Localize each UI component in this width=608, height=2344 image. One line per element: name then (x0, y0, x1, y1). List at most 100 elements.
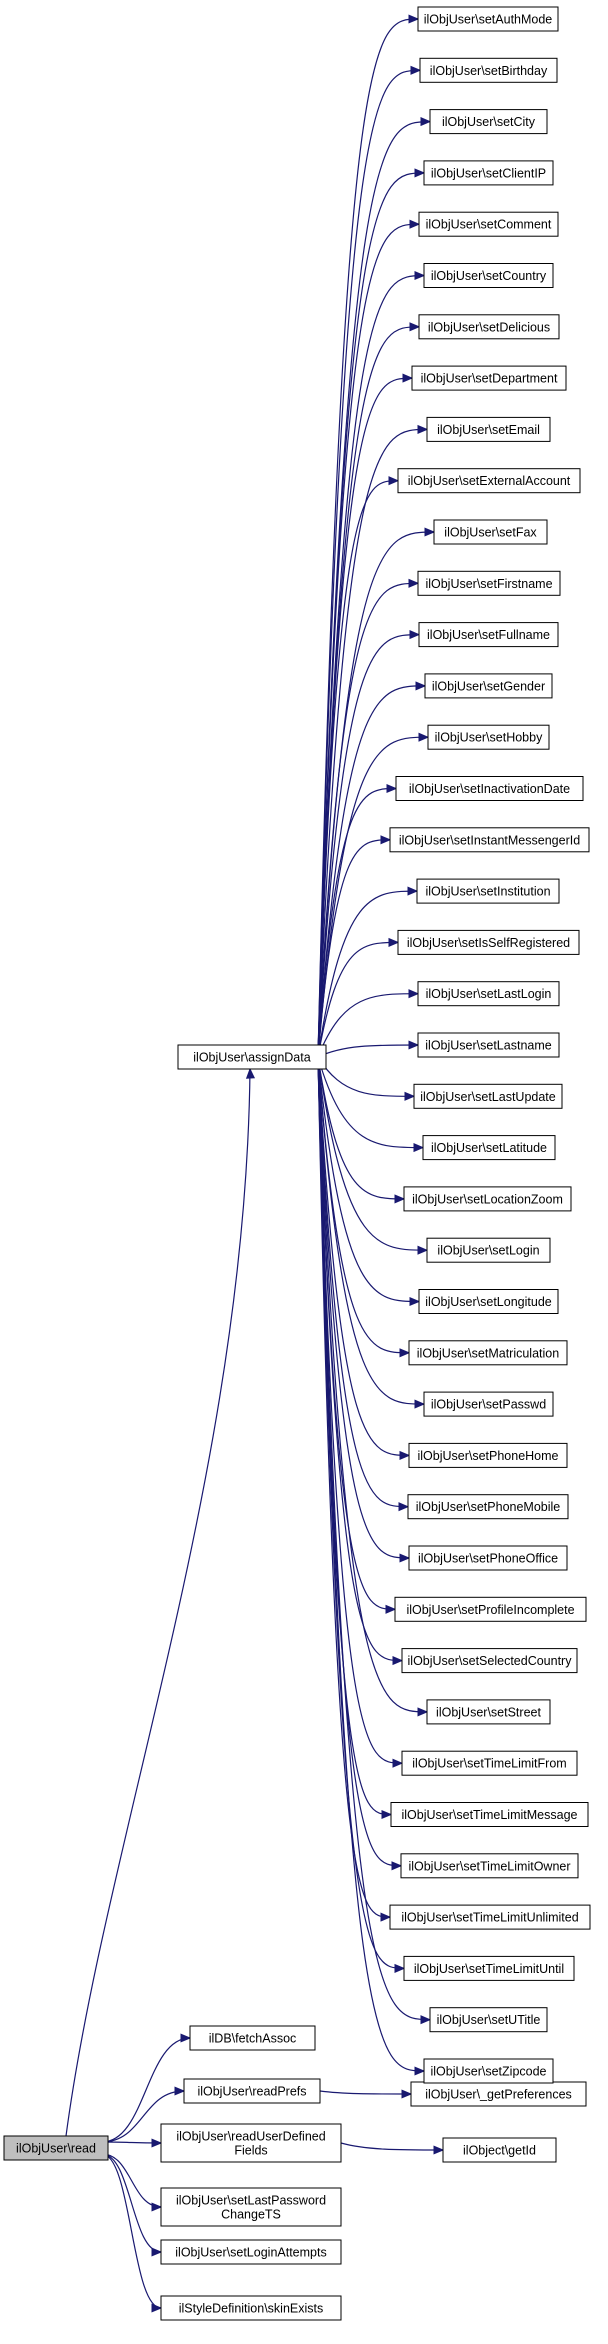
node-settimelimitunlimited[interactable]: ilObjUser\setTimeLimitUnlimited (389, 1904, 591, 1930)
node-box (423, 160, 554, 186)
node-box (418, 314, 560, 340)
node-setinstitution[interactable]: ilObjUser\setInstitution (416, 878, 560, 904)
node-label: ilObjUser\setTimeLimitOwner (408, 1859, 570, 1873)
node-setstreet[interactable]: ilObjUser\setStreet (426, 1699, 551, 1725)
node-setprofileincomplete[interactable]: ilObjUser\setProfileIncomplete (394, 1596, 587, 1622)
node-setlongitude[interactable]: ilObjUser\setLongitude (418, 1289, 559, 1314)
edge-line (317, 1056, 405, 1200)
node-read[interactable]: ilObjUser\read (3, 2135, 109, 2161)
edge-read-to-readprefs (101, 2086, 186, 2143)
arrowhead (408, 14, 420, 24)
edge-line (317, 1056, 391, 1918)
edge-assigndata-to-setphonehome (317, 1056, 411, 1460)
arrowhead (399, 1450, 411, 1460)
node-setgender[interactable]: ilObjUser\setGender (424, 673, 553, 699)
node-setutitle[interactable]: ilObjUser\setUTitle (429, 2007, 548, 2033)
node-box (416, 878, 560, 904)
node-getid[interactable]: ilObject\getId (442, 2137, 557, 2163)
node-setmatriculation[interactable]: ilObjUser\setMatriculation (408, 1340, 568, 1366)
node-setcity[interactable]: ilObjUser\setCity (429, 109, 548, 135)
node-setloginattempts[interactable]: ilObjUser\setLoginAttempts (160, 2239, 342, 2265)
node-box (408, 1545, 568, 1571)
node-setlatitude[interactable]: ilObjUser\setLatitude (422, 1135, 556, 1161)
node-setdepartment[interactable]: ilObjUser\setDepartment (411, 365, 567, 391)
node-box (394, 1596, 587, 1622)
edge-line (317, 941, 399, 1058)
node-box (3, 2135, 109, 2161)
node-label: ilObjUser\setEmail (437, 423, 540, 437)
node-box (160, 2239, 342, 2265)
node-settimelimituntil[interactable]: ilObjUser\setTimeLimitUntil (403, 1955, 575, 1981)
node-label: ilObjUser\setClientIP (431, 166, 546, 180)
node-setinstantmessengerid[interactable]: ilObjUser\setInstantMessengerId (389, 827, 590, 853)
node-setfax[interactable]: ilObjUser\setFax (433, 519, 548, 545)
arrowhead (381, 1809, 393, 1820)
node-label: ilObjUser\setInstantMessengerId (399, 833, 580, 847)
edge-assigndata-to-setexternalaccount (317, 476, 400, 1058)
node-setisselfregistered[interactable]: ilObjUser\setIsSelfRegistered (397, 929, 580, 955)
node-setlogin[interactable]: ilObjUser\setLogin (426, 1237, 551, 1263)
node-label: ilObjUser\setLastPassword (176, 2194, 326, 2208)
node-settimelimitowner[interactable]: ilObjUser\setTimeLimitOwner (400, 1853, 579, 1879)
edge-line (317, 1056, 410, 1456)
node-skinexists[interactable]: ilStyleDefinition\skinExists (160, 2295, 342, 2321)
node-getpreferences[interactable]: ilObjUser\_getPreferences (410, 2081, 587, 2107)
node-box (418, 211, 559, 237)
node-setpasswd[interactable]: ilObjUser\setPasswd (423, 1391, 554, 1417)
node-setcountry[interactable]: ilObjUser\setCountry (423, 263, 554, 288)
node-setphonemobile[interactable]: ilObjUser\setPhoneMobile (407, 1494, 569, 1520)
node-setphonehome[interactable]: ilObjUser\setPhoneHome (408, 1442, 568, 1468)
node-box (423, 2058, 554, 2084)
node-label: ilObjUser\setLastUpdate (420, 1090, 556, 1104)
node-box (418, 1289, 559, 1314)
node-setlastlogin[interactable]: ilObjUser\setLastLogin (417, 981, 560, 1007)
node-setcomment[interactable]: ilObjUser\setComment (418, 211, 559, 237)
node-setselectedcountry[interactable]: ilObjUser\setSelectedCountry (401, 1648, 578, 1674)
node-setlocationzoom[interactable]: ilObjUser\setLocationZoom (403, 1186, 572, 1212)
node-readprefs[interactable]: ilObjUser\readPrefs (183, 2078, 321, 2104)
node-sethobby[interactable]: ilObjUser\setHobby (427, 724, 550, 750)
edge-line (317, 1056, 410, 1559)
node-label: ilDB\fetchAssoc (209, 2032, 297, 2046)
arrowhead (399, 1348, 411, 1358)
node-settimelimitfrom[interactable]: ilObjUser\setTimeLimitFrom (401, 1750, 578, 1776)
node-setexternalaccount[interactable]: ilObjUser\setExternalAccount (397, 468, 581, 494)
node-setinactivationdate[interactable]: ilObjUser\setInactivationDate (395, 776, 584, 801)
node-setbirthday[interactable]: ilObjUser\setBirthday (419, 57, 558, 83)
node-setfirstname[interactable]: ilObjUser\setFirstname (417, 570, 561, 596)
node-fetchassoc[interactable]: ilDB\fetchAssoc (189, 2025, 316, 2051)
arrowhead (409, 219, 421, 229)
node-setlastname[interactable]: ilObjUser\setLastname (417, 1032, 560, 1058)
node-setlastupdate[interactable]: ilObjUser\setLastUpdate (413, 1083, 563, 1109)
node-setdelicious[interactable]: ilObjUser\setDelicious (418, 314, 560, 340)
node-label: ilObjUser\setFullname (427, 628, 550, 642)
node-setphoneoffice[interactable]: ilObjUser\setPhoneOffice (408, 1545, 568, 1571)
edge-assigndata-to-setisselfregistered (317, 937, 400, 1058)
node-settimelimitmessage[interactable]: ilObjUser\setTimeLimitMessage (390, 1802, 589, 1827)
arrowhead (418, 732, 430, 742)
edge-assigndata-to-setlongitude (317, 1056, 421, 1307)
node-label: ilObjUser\setDelicious (428, 320, 550, 334)
arrowhead (409, 630, 421, 640)
edge-line (317, 787, 397, 1058)
node-assigndata[interactable]: ilObjUser\assignData (177, 1044, 327, 1070)
node-label: ilObjUser\setLogin (437, 1244, 539, 1258)
arrowhead (151, 2138, 163, 2148)
node-setzipcode[interactable]: ilObjUser\setZipcode (423, 2058, 554, 2084)
edge-assigndata-to-setlocationzoom (317, 1056, 406, 1204)
node-setauthmode[interactable]: ilObjUser\setAuthMode (417, 6, 559, 32)
node-label: ilObjUser\setProfileIncomplete (406, 1603, 574, 1617)
node-label: ilObjUser\setIsSelfRegistered (407, 936, 570, 950)
edge-line (317, 685, 426, 1058)
arrowhead (413, 1143, 425, 1153)
node-setfullname[interactable]: ilObjUser\setFullname (418, 622, 559, 648)
node-setclientip[interactable]: ilObjUser\setClientIP (423, 160, 554, 186)
node-label: ilObjUser\setLatitude (431, 1141, 547, 1155)
node-label: ilObjUser\setComment (426, 218, 552, 232)
node-box (408, 1340, 568, 1366)
arrowhead (388, 937, 400, 947)
node-setemail[interactable]: ilObjUser\setEmail (426, 416, 551, 442)
node-box (401, 1648, 578, 1674)
